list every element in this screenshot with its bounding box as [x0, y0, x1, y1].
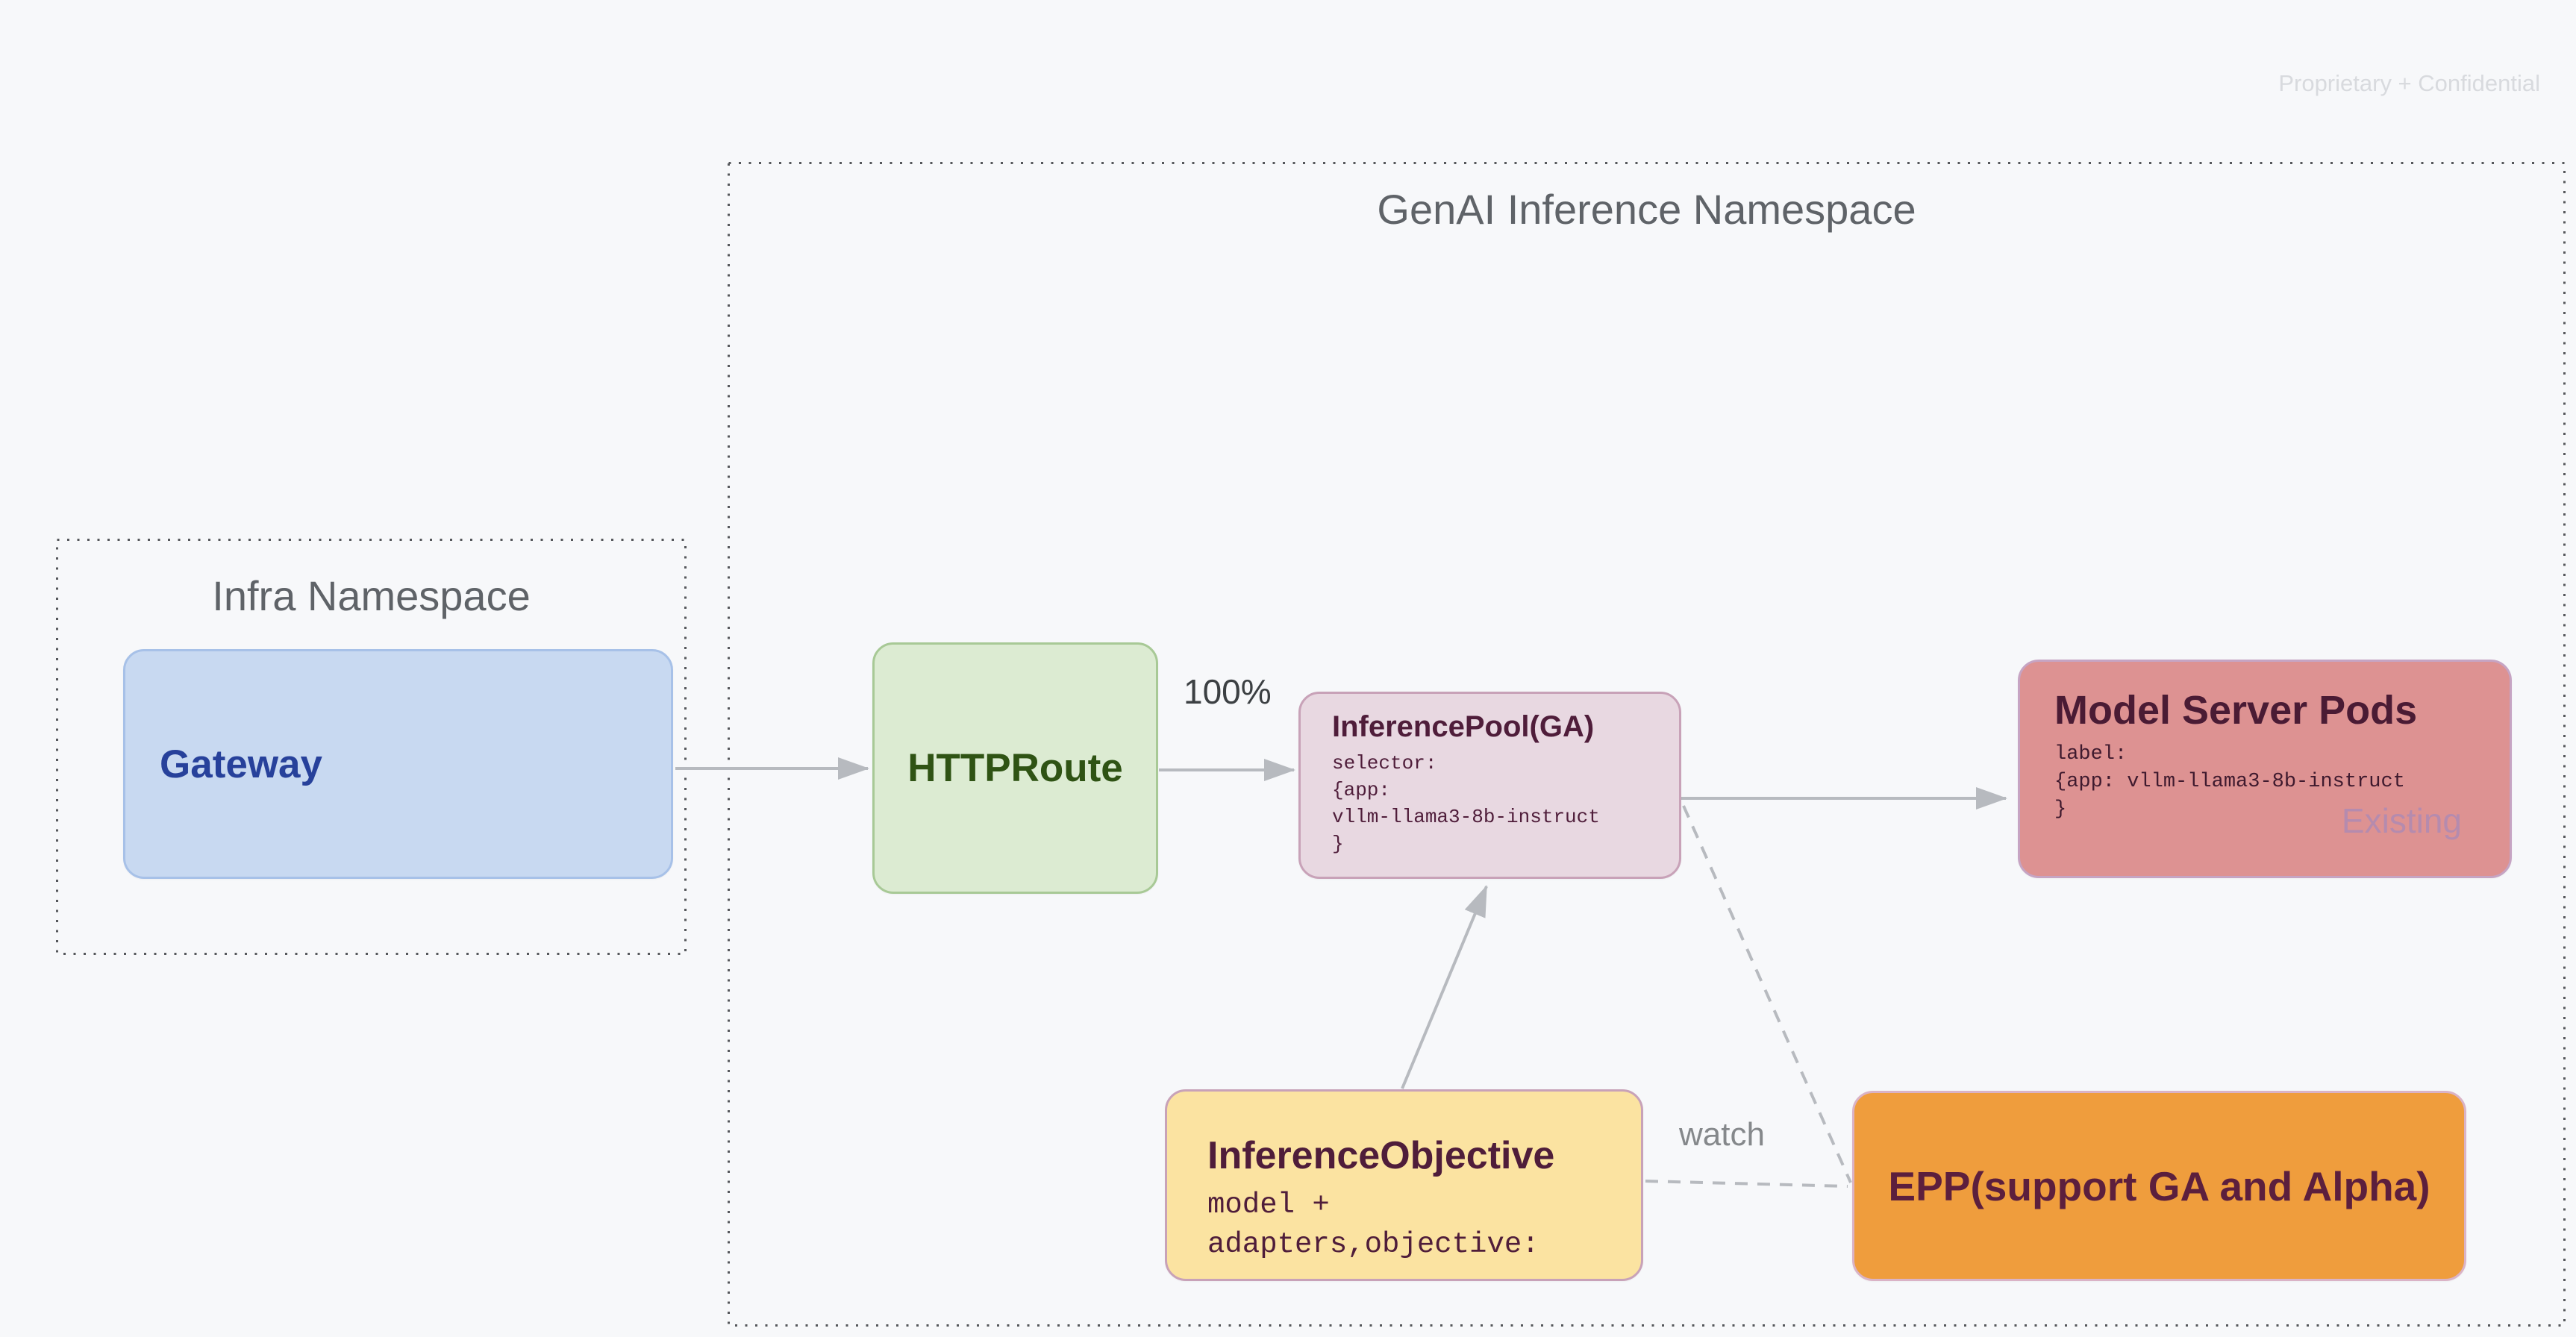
- confidential-watermark: Proprietary + Confidential: [2278, 70, 2540, 96]
- genai-namespace-border: [728, 162, 2566, 1327]
- gateway-title: Gateway: [160, 742, 323, 786]
- model-server-pods-title: Model Server Pods: [2054, 688, 2418, 733]
- route-weight-label: 100%: [1184, 672, 1272, 711]
- inference-pool-node: InferencePool(GA) selector: {app: vllm-l…: [1298, 692, 1681, 879]
- model-server-pods-node: Model Server Pods label: {app: vllm-llam…: [2018, 660, 2512, 878]
- existing-status-tag: Existing: [2341, 801, 2462, 840]
- epp-title: EPP(support GA and Alpha): [1888, 1162, 2430, 1209]
- httproute-title: HTTPRoute: [907, 746, 1123, 790]
- inference-objective-code: model + adapters,objective:: [1207, 1189, 1539, 1261]
- inference-objective-title: InferenceObjective: [1207, 1134, 1555, 1177]
- infra-namespace-title: Infra Namespace: [212, 572, 531, 619]
- gateway-node: Gateway: [123, 649, 673, 879]
- watch-label: watch: [1679, 1116, 1765, 1153]
- inference-pool-title: InferencePool(GA): [1332, 710, 1595, 743]
- arrow-inferenceobjective-to-inferencepool: [1401, 885, 1488, 1089]
- genai-namespace-title: GenAI Inference Namespace: [1377, 186, 1916, 233]
- dashed-link-inferenceobjective-to-epp-watch: [1645, 1180, 1848, 1188]
- dashed-link-inferencepool-to-epp: [1682, 805, 1852, 1183]
- inference-pool-selector-code: selector: {app: vllm-llama3-8b-instruct …: [1332, 752, 1600, 855]
- model-server-pods-label-code: label: {app: vllm-llama3-8b-instruct }: [2054, 743, 2405, 821]
- httproute-node: HTTPRoute: [872, 642, 1158, 894]
- inference-objective-node: InferenceObjective model + adapters,obje…: [1165, 1089, 1643, 1281]
- epp-node: EPP(support GA and Alpha): [1852, 1091, 2466, 1281]
- infra-namespace-border: [56, 539, 687, 955]
